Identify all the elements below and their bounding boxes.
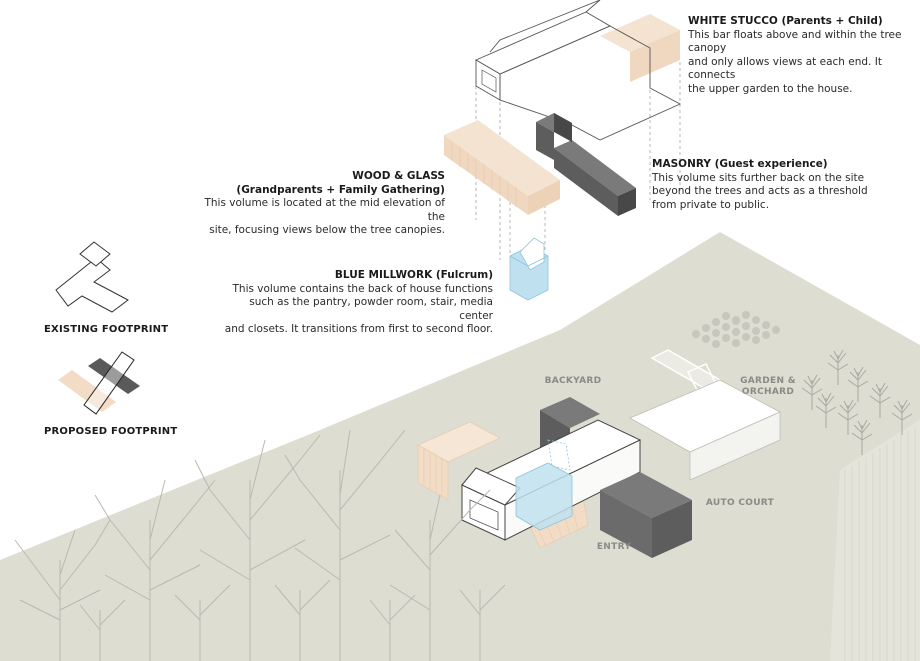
site-label-backyard: BACKYARD bbox=[544, 376, 602, 386]
site-label-garden-line2: ORCHARD bbox=[741, 387, 795, 397]
annotation-title: WHITE STUCCO (Parents + Child) bbox=[688, 15, 883, 27]
annotation-line: This volume sits further back on the sit… bbox=[652, 171, 865, 184]
orchard-trees bbox=[801, 349, 913, 455]
annotation-subtitle: (Grandparents + Family Gathering) bbox=[236, 183, 445, 196]
site-label-entry: ENTRY bbox=[596, 542, 632, 552]
annotation-line: and only allows views at each end. It co… bbox=[688, 55, 882, 82]
foreground-trees bbox=[14, 429, 506, 661]
wood-exploded bbox=[444, 120, 560, 215]
annotation-title: WOOD & GLASS bbox=[352, 170, 445, 182]
stucco-exploded bbox=[475, 0, 682, 141]
annotation-line: the upper garden to the house. bbox=[688, 82, 853, 95]
annotation-line: such as the pantry, powder room, stair, … bbox=[249, 296, 493, 322]
annotation-line: and closets. It transitions from first t… bbox=[224, 323, 493, 335]
blue-volume bbox=[515, 439, 573, 531]
annotation-line: from private to public. bbox=[652, 198, 770, 211]
masonry-front bbox=[600, 472, 692, 558]
annotation-white-stucco: WHITE STUCCO (Parents + Child) This bar … bbox=[688, 15, 920, 96]
existing-footprint-diagram bbox=[55, 241, 129, 313]
annotation-title: BLUE MILLWORK (Fulcrum) bbox=[334, 269, 493, 281]
site-label-garden-line1: GARDEN & bbox=[740, 376, 796, 386]
annotation-line: This volume is located at the mid elevat… bbox=[204, 197, 445, 223]
stucco-bar bbox=[460, 379, 781, 541]
proposed-footprint-diagram bbox=[58, 351, 140, 415]
annotation-masonry: MASONRY (Guest experience) This volume s… bbox=[652, 158, 868, 212]
legend-proposed-label: PROPOSED FOOTPRINT bbox=[44, 426, 178, 437]
masonry-exploded bbox=[536, 113, 636, 216]
annotation-line: site, focusing views below the tree cano… bbox=[209, 224, 445, 236]
site-hatch-lines bbox=[844, 427, 916, 661]
site-label-garden-orchard: GARDEN & ORCHARD bbox=[730, 376, 806, 398]
site-label-auto-court: AUTO COURT bbox=[705, 498, 775, 508]
house-model bbox=[417, 379, 781, 558]
blue-exploded bbox=[509, 237, 549, 301]
orchard-grid bbox=[692, 311, 780, 348]
annotation-wood-glass: WOOD & GLASS (Grandparents + Family Gath… bbox=[195, 170, 445, 238]
annotation-line: beyond the trees and acts as a threshold bbox=[652, 185, 868, 197]
site-hatch-edge bbox=[830, 420, 920, 661]
exploded-axon bbox=[444, 0, 682, 301]
annotation-blue-millwork: BLUE MILLWORK (Fulcrum) This volume cont… bbox=[215, 269, 493, 337]
annotation-line: This volume contains the back of house f… bbox=[232, 282, 494, 295]
legend-existing-label: EXISTING FOOTPRINT bbox=[44, 324, 169, 335]
annotation-title: MASONRY (Guest experience) bbox=[652, 158, 828, 170]
annotation-line: This bar floats above and within the tre… bbox=[688, 28, 902, 55]
